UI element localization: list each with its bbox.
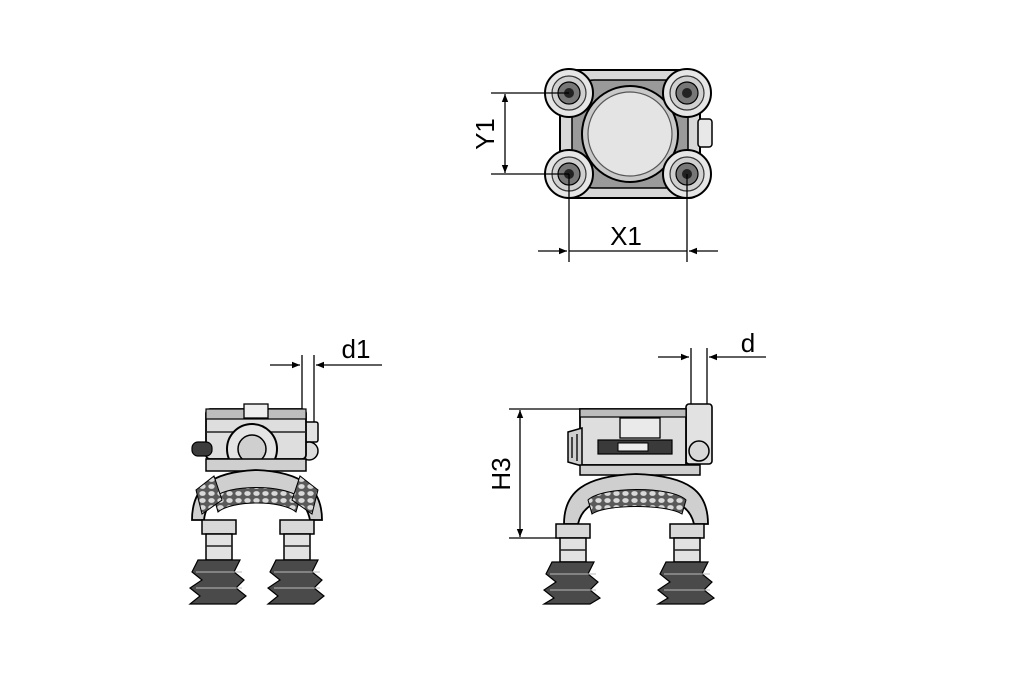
dimension-label-d: d xyxy=(741,328,755,358)
suction-cup-right xyxy=(266,519,325,605)
suction-cup-side-right xyxy=(655,523,716,605)
dimension-x1: X1 xyxy=(538,174,718,262)
suction-cup-left xyxy=(188,519,247,605)
dimension-h3: H3 xyxy=(486,408,590,539)
front-view: d1 xyxy=(188,334,382,605)
dimension-label-y1: Y1 xyxy=(470,118,500,150)
dimension-label-x1: X1 xyxy=(610,221,642,251)
suction-cup-side-left xyxy=(541,523,602,605)
dimension-label-d1: d1 xyxy=(342,334,371,364)
side-port xyxy=(697,118,713,148)
dimension-d: d xyxy=(658,328,766,410)
dimension-y1: Y1 xyxy=(470,92,569,175)
side-view: d H3 xyxy=(486,328,766,605)
dimension-label-h3: H3 xyxy=(486,457,516,490)
corner-cup-top-right xyxy=(662,68,712,118)
top-view: Y1 X1 xyxy=(470,68,718,262)
